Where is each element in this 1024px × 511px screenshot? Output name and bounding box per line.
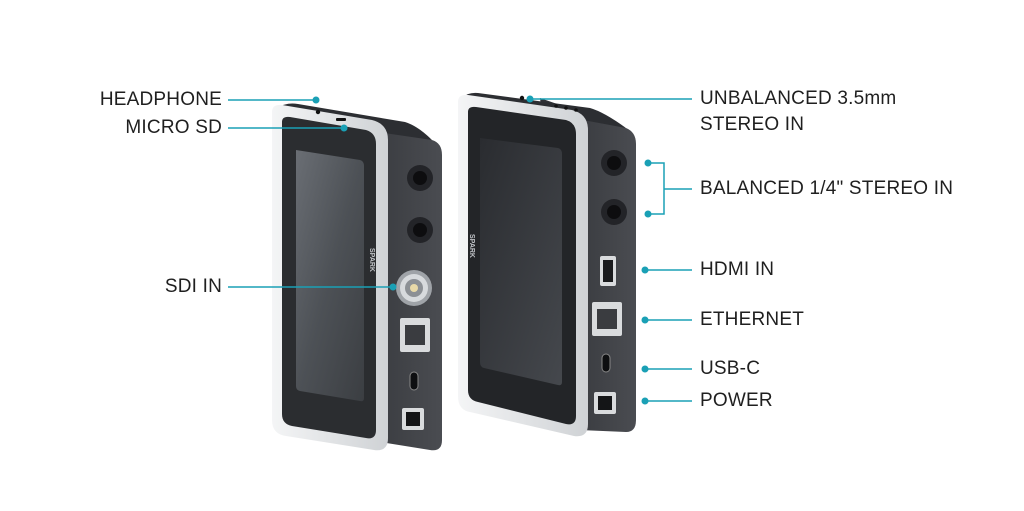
- right-jack-lower-hole: [607, 205, 621, 219]
- left-jack-upper-hole: [413, 171, 427, 185]
- left-top-slot: [336, 118, 346, 121]
- label-hdmi-in: HDMI IN: [700, 259, 775, 280]
- callout-dot-balanced-upper: [644, 159, 652, 167]
- right-ethernet-jack: [597, 309, 617, 329]
- callout-dot-usbc: [641, 365, 649, 373]
- label-unbalanced-line1: UNBALANCED 3.5mm: [700, 88, 897, 109]
- right-top-led-2: [564, 106, 568, 110]
- callout-dot-power: [641, 397, 649, 405]
- right-monitor: SPARK: [458, 92, 636, 437]
- left-jack-lower-hole: [413, 223, 427, 237]
- right-power-jack: [598, 396, 612, 410]
- label-balanced: BALANCED 1/4" STEREO IN: [700, 178, 954, 199]
- right-top-hole: [519, 95, 525, 101]
- right-hdmi-jack: [603, 260, 613, 282]
- callout-dot-hdmi: [641, 266, 649, 274]
- label-power: POWER: [700, 390, 773, 411]
- left-brand-text: SPARK: [368, 248, 375, 272]
- right-brand-text: SPARK: [468, 234, 475, 258]
- callout-dots: [312, 95, 652, 405]
- callout-dot-sdi-in: [389, 283, 397, 291]
- label-micro-sd: MICRO SD: [125, 117, 222, 138]
- right-jack-upper-hole: [607, 156, 621, 170]
- right-top-led-1: [554, 104, 558, 108]
- label-unbalanced-line2: STEREO IN: [700, 114, 805, 135]
- left-monitor: SPARK: [272, 103, 442, 451]
- right-top-led-3: [574, 108, 578, 112]
- bnc-connector: [396, 270, 432, 306]
- label-headphone: HEADPHONE: [99, 89, 222, 110]
- callout-lines: [228, 98, 692, 402]
- callout-bracket-balanced: [648, 162, 665, 215]
- callout-dot-ethernet: [641, 316, 649, 324]
- callout-dot-balanced-lower: [644, 210, 652, 218]
- label-sdi-in: SDI IN: [164, 276, 222, 297]
- label-usb-c: USB-C: [700, 358, 761, 379]
- left-power-jack: [406, 412, 420, 426]
- callout-dot-micro-sd: [340, 124, 348, 132]
- left-usbc-port: [409, 371, 419, 391]
- right-monitor-screen: [480, 138, 562, 386]
- left-top-hole: [315, 109, 321, 115]
- left-ethernet-jack: [405, 325, 425, 345]
- right-usbc-port: [601, 353, 611, 373]
- label-ethernet: ETHERNET: [700, 309, 804, 330]
- left-monitor-screen: [296, 150, 364, 402]
- callout-dot-unbalanced: [526, 95, 534, 103]
- callout-dot-headphone: [312, 96, 320, 104]
